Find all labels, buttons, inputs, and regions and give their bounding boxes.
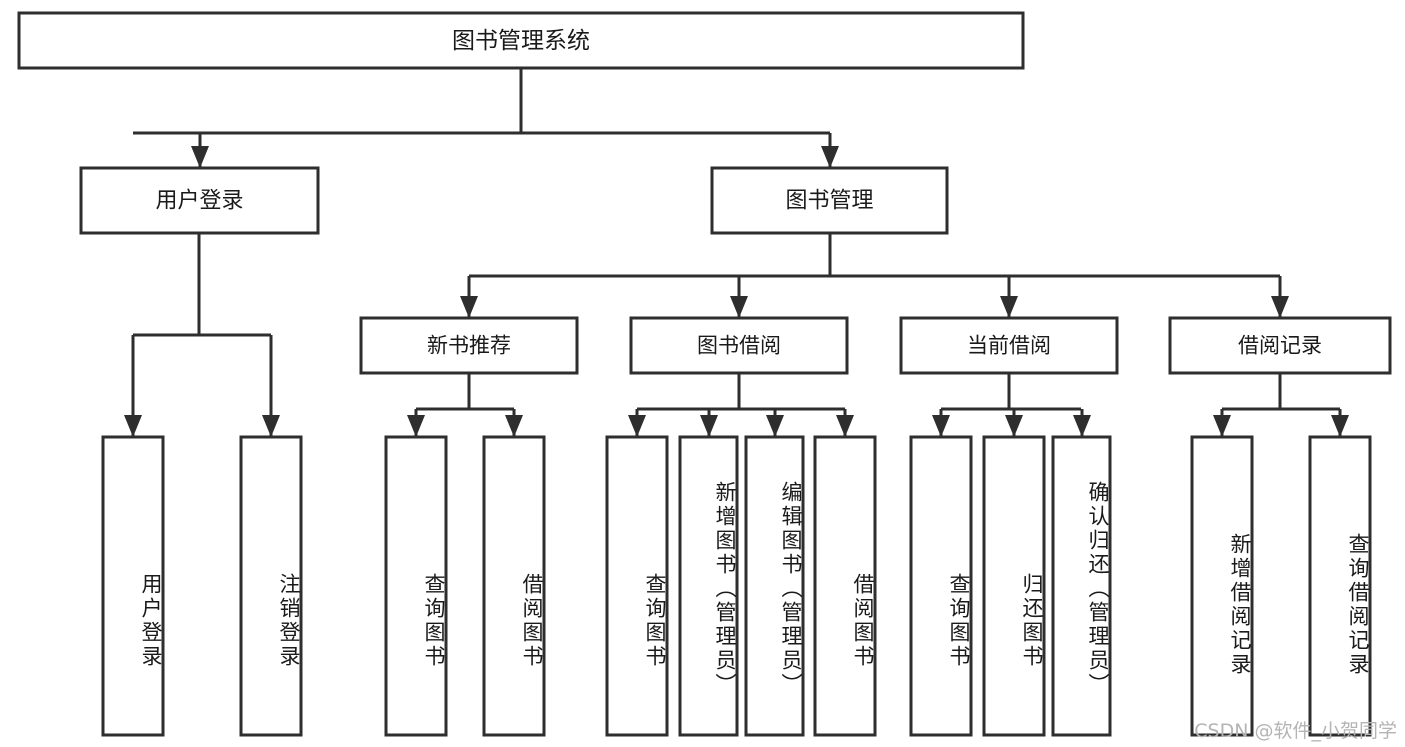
arrow-leaf-bb-edit [766,415,784,437]
connectors-layer [124,68,1349,437]
leaf-node-rect[interactable] [605,435,669,737]
arrow-borrow-record [1271,296,1289,318]
leaf-node-rect[interactable] [982,435,1046,737]
level2-node-rect[interactable] [710,166,949,235]
level3-node-label: 图书借阅 [697,334,781,358]
level3-node-book-borrow[interactable]: 图书借阅 [629,316,849,375]
leaf-node-leaf-bb-borrow[interactable] [813,435,877,737]
leaf-node-leaf-bb-edit[interactable] [744,435,805,737]
arrow-leaf-user-logout [262,415,280,437]
leaf-node-rect[interactable] [1308,435,1372,737]
level3-node-rect[interactable] [629,316,849,375]
leaf-node-leaf-bb-add[interactable] [678,435,739,737]
leaf-node-leaf-rec-query[interactable] [384,435,448,737]
arrow-user-login [191,146,209,168]
level2-node-book-admin[interactable]: 图书管理 [710,166,949,235]
arrow-leaf-user-login [124,415,142,437]
leaf-node-rect[interactable] [101,435,165,737]
level3-node-rect[interactable] [899,316,1119,375]
leaf-node-rect[interactable] [1190,435,1254,737]
arrow-leaf-cb-confirm [1073,415,1091,437]
leaf-node-leaf-br-query[interactable] [1308,435,1372,737]
level3-node-current-borrow[interactable]: 当前借阅 [899,316,1119,375]
level2-node-rect[interactable] [79,166,320,235]
leaf-node-rect[interactable] [482,435,546,737]
leaf-node-leaf-user-logout[interactable] [239,435,303,737]
level3-node-label: 新书推荐 [427,334,511,358]
leaf-node-leaf-user-login[interactable] [101,435,165,737]
arrow-leaf-bb-query [628,415,646,437]
arrow-leaf-cb-query [932,415,950,437]
root-node-label: 图书管理系统 [452,28,590,54]
arrow-leaf-bb-add [700,415,718,437]
leaf-node-rect[interactable] [813,435,877,737]
arrow-leaf-rec-borrow [505,415,523,437]
arrow-leaf-rec-query [407,415,425,437]
leaf-node-rect[interactable] [384,435,448,737]
leaf-node-rect[interactable] [744,435,805,737]
leaf-node-leaf-rec-borrow[interactable] [482,435,546,737]
leaf-node-rect[interactable] [909,435,973,737]
leaf-node-rect[interactable] [239,435,303,737]
arrow-leaf-br-add [1213,415,1231,437]
arrow-book-admin [821,146,839,168]
arrow-leaf-cb-return [1005,415,1023,437]
arrow-current-borrow [1000,296,1018,318]
arrow-leaf-br-query [1331,415,1349,437]
arrow-leaf-bb-borrow [836,415,854,437]
arrow-new-book-rec [460,296,478,318]
leaf-node-leaf-cb-confirm[interactable] [1051,435,1112,737]
leaf-node-leaf-br-add[interactable] [1190,435,1254,737]
root-node-undefined[interactable]: 图书管理系统 [17,11,1025,70]
level3-node-label: 借阅记录 [1238,334,1322,358]
level3-node-rect[interactable] [359,316,579,375]
leaf-node-leaf-bb-query[interactable] [605,435,669,737]
leaf-node-rect[interactable] [678,435,739,737]
level2-node-user-login[interactable]: 用户登录 [79,166,320,235]
leaf-node-leaf-cb-query[interactable] [909,435,973,737]
level3-node-rect[interactable] [1168,316,1392,375]
leaf-node-leaf-cb-return[interactable] [982,435,1046,737]
level3-node-label: 当前借阅 [967,334,1051,358]
arrow-book-borrow [730,296,748,318]
leaf-node-rect[interactable] [1051,435,1112,737]
level3-node-new-book-rec[interactable]: 新书推荐 [359,316,579,375]
level3-node-borrow-record[interactable]: 借阅记录 [1168,316,1392,375]
root-node-rect[interactable] [17,11,1025,70]
level2-node-label: 图书管理 [785,189,873,214]
level2-node-label: 用户登录 [155,189,243,214]
